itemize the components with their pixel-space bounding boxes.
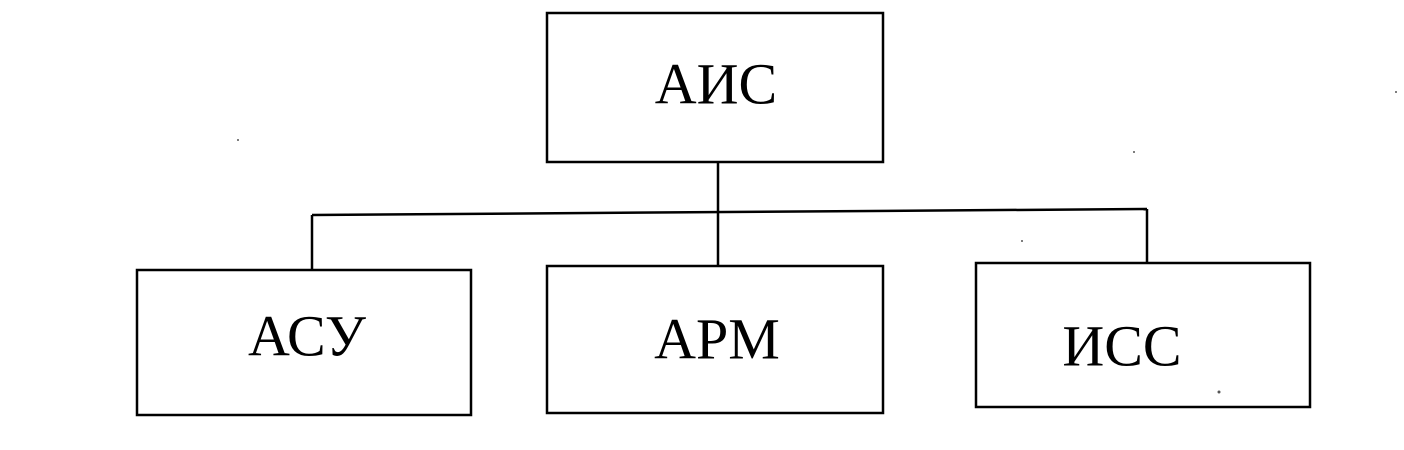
speck	[1021, 240, 1023, 242]
connectors	[310, 162, 1149, 270]
speck	[1395, 91, 1397, 93]
node-iss: ИСС	[974, 261, 1312, 409]
node-asu: АСУ	[135, 268, 473, 417]
node-arm: АРМ	[545, 264, 885, 415]
node-asu-box	[135, 268, 473, 417]
node-root-ais: АИС	[545, 11, 885, 164]
connector-horizontal-bus	[311, 207, 1148, 217]
node-iss-box	[974, 261, 1312, 409]
node-iss-label: ИСС	[1062, 313, 1181, 378]
speck	[237, 139, 239, 141]
node-arm-box	[545, 264, 885, 415]
scan-specks	[237, 91, 1397, 394]
node-root-label: АИС	[655, 51, 777, 116]
node-arm-label: АРМ	[654, 306, 780, 371]
speck	[1217, 390, 1221, 394]
node-root-box	[545, 11, 885, 164]
node-asu-label: АСУ	[248, 303, 367, 368]
speck	[1133, 151, 1135, 153]
